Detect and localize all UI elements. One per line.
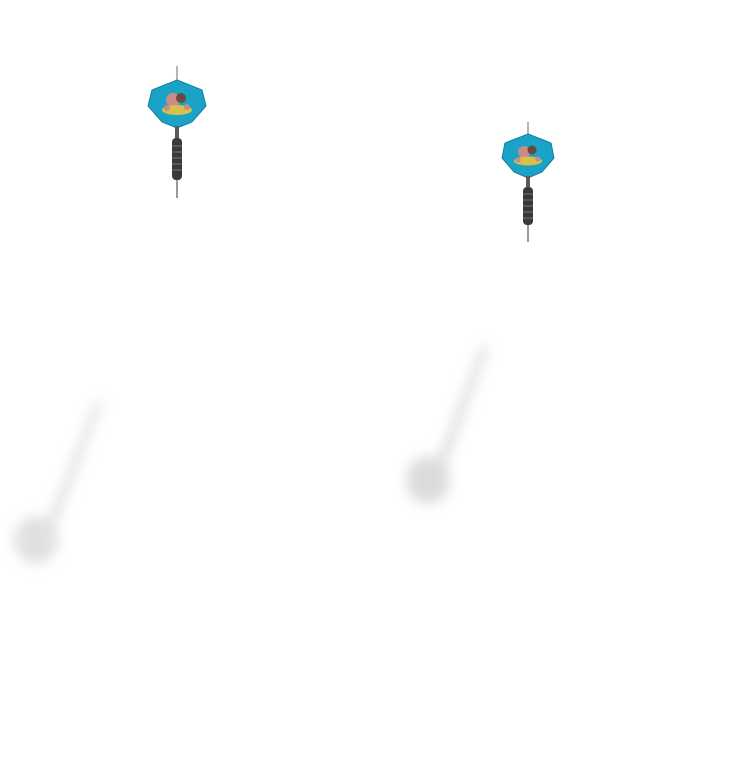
dart-shadow-left [14, 400, 102, 564]
dart-shadow-right [406, 345, 488, 504]
dart-icon-right [501, 122, 555, 242]
dart-icon-left [147, 66, 207, 198]
